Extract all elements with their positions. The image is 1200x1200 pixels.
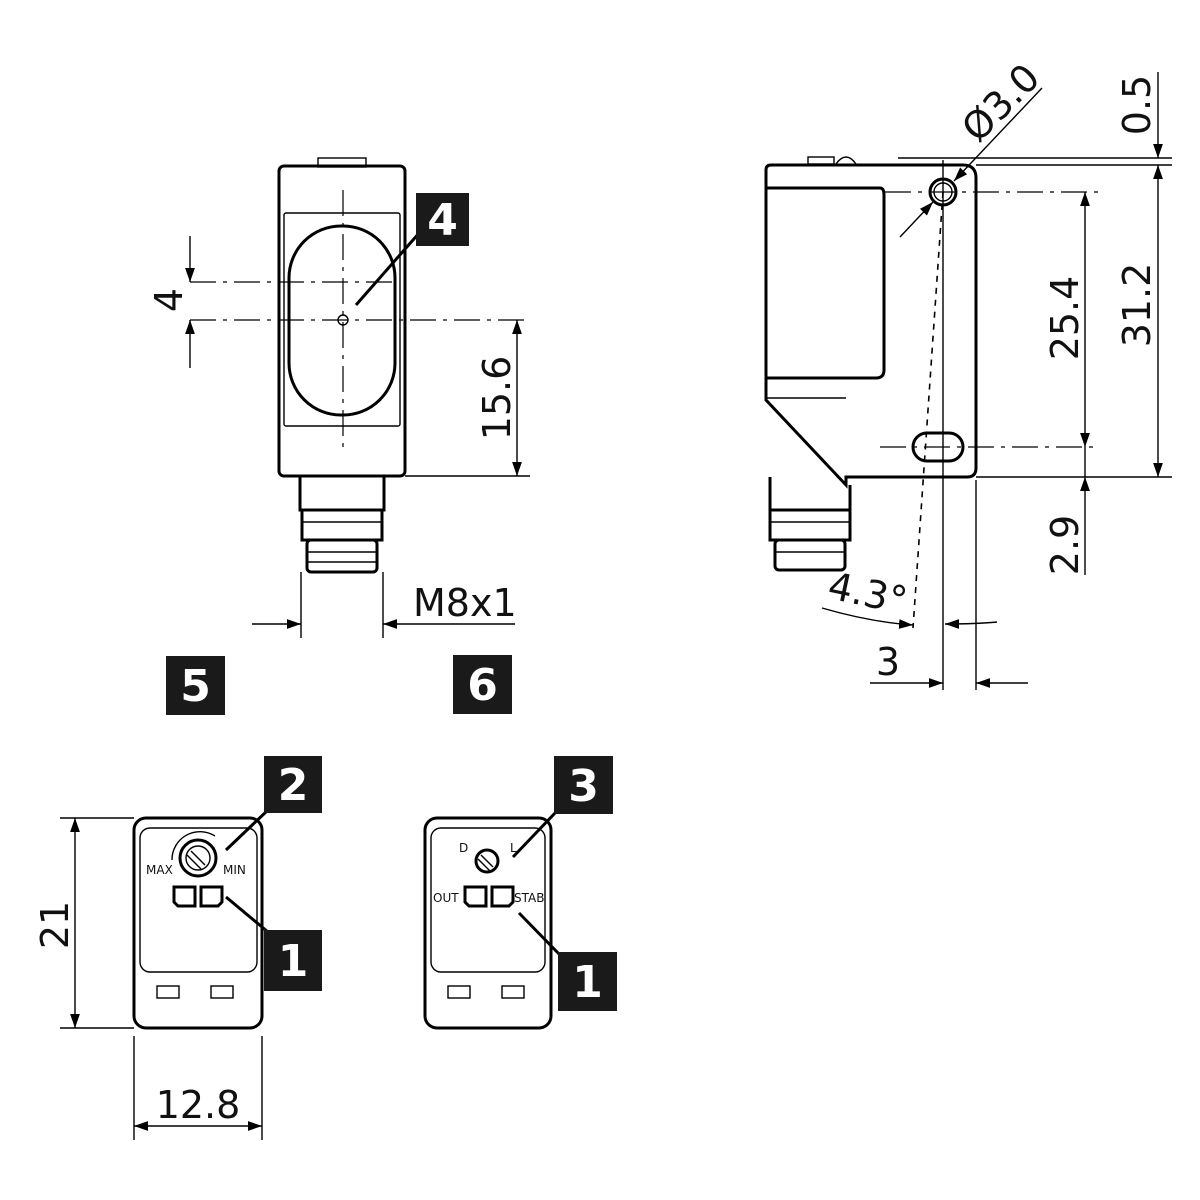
panel-6-slot-left xyxy=(447,985,471,999)
callout-2-leader xyxy=(224,808,270,852)
svg-text:1: 1 xyxy=(572,957,603,1008)
side-top-tab xyxy=(807,156,835,165)
panel-5-slot-left xyxy=(156,985,180,999)
front-optical-center xyxy=(337,314,349,326)
dim-15-6: 15.6 xyxy=(405,320,530,477)
callout-3-badge: 3 xyxy=(554,756,613,814)
svg-text:1: 1 xyxy=(278,936,309,987)
callout-1a-leader xyxy=(225,895,269,934)
panel-6-window xyxy=(430,827,546,973)
panel-5-led-right xyxy=(199,885,224,908)
dim-m8x1: M8x1 xyxy=(252,572,517,638)
panel-5: MAX MIN 2 1 21 12.8 xyxy=(33,756,322,1140)
dim-hole-diameter-label: Ø3.0 xyxy=(953,55,1048,150)
dim-25-4: 25.4 xyxy=(1043,192,1090,447)
dim-21-label: 21 xyxy=(33,901,77,949)
svg-text:4: 4 xyxy=(427,195,458,246)
dim-21: 21 xyxy=(33,817,134,1029)
dim-0-5: 0.5 xyxy=(1115,72,1163,158)
side-angle-line xyxy=(912,191,944,629)
dim-angle: 4.3° xyxy=(821,564,998,629)
panel-6-body xyxy=(423,816,553,1030)
panel-5-window xyxy=(139,827,258,973)
panel-6-mode-switch-icon xyxy=(474,848,500,874)
side-top-bump xyxy=(835,156,857,165)
dim-12-8-label: 12.8 xyxy=(156,1083,241,1127)
panel-5-potentiometer-icon xyxy=(178,838,218,878)
dim-25-4-label: 25.4 xyxy=(1043,276,1087,361)
svg-text:2: 2 xyxy=(278,760,309,811)
dim-2-9-label: 2.9 xyxy=(1043,515,1087,575)
panel-6-stab-label: STAB xyxy=(514,891,544,905)
panel-5-max-label: MAX xyxy=(146,863,173,877)
svg-text:3: 3 xyxy=(568,761,599,812)
dim-3: 3 xyxy=(870,640,1028,688)
panel-6-led-out xyxy=(463,885,488,908)
callout-1b-badge: 1 xyxy=(558,952,617,1011)
svg-text:6: 6 xyxy=(467,660,498,711)
callout-4-leader xyxy=(354,231,422,306)
side-view: Ø3.0 0.5 31.2 25.4 2.9 4.3 xyxy=(764,55,1172,690)
callout-1a-badge: 1 xyxy=(264,930,322,991)
dim-angle-label: 4.3° xyxy=(824,564,911,624)
front-m8-connector xyxy=(298,474,386,574)
panel-6: D L OUT STAB 3 1 xyxy=(423,756,617,1030)
dim-0-5-label: 0.5 xyxy=(1115,75,1159,135)
front-view: 4 15.6 M8x1 4 xyxy=(147,157,530,638)
panel-6-d-label: D xyxy=(459,841,468,855)
panel-6-led-stab xyxy=(490,885,515,908)
panel-6-slot-right xyxy=(501,985,525,999)
dim-offset-4: 4 xyxy=(147,236,195,368)
callout-3-leader xyxy=(511,810,558,859)
dim-4-label: 4 xyxy=(147,288,191,312)
dim-m8x1-label: M8x1 xyxy=(413,581,517,625)
panel-6-out-label: OUT xyxy=(433,891,459,905)
dim-31-2: 31.2 xyxy=(1115,165,1163,477)
view-label-5: 5 xyxy=(166,656,225,715)
panel-5-led-left xyxy=(172,885,197,908)
dim-hole-diameter: Ø3.0 xyxy=(899,55,1048,238)
callout-1b-leader xyxy=(517,911,562,957)
dim-2-9: 2.9 xyxy=(1043,447,1090,575)
side-window xyxy=(766,186,886,380)
panel-5-body xyxy=(132,816,264,1030)
dim-3-label: 3 xyxy=(876,640,900,684)
panel-6-l-label: L xyxy=(510,841,517,855)
panel-5-min-label: MIN xyxy=(223,863,246,877)
panel-5-slot-right xyxy=(210,985,234,999)
callout-4-badge: 4 xyxy=(416,193,469,246)
dim-15-6-label: 15.6 xyxy=(475,356,519,441)
side-m8-connector xyxy=(768,477,852,572)
dim-31-2-label: 31.2 xyxy=(1115,263,1159,348)
side-housing-outline xyxy=(764,163,978,489)
svg-text:5: 5 xyxy=(180,661,211,712)
dim-12-8: 12.8 xyxy=(133,1036,263,1140)
panel-5-range-arc xyxy=(171,830,216,861)
callout-2-badge: 2 xyxy=(264,756,322,813)
view-label-6: 6 xyxy=(453,655,512,714)
